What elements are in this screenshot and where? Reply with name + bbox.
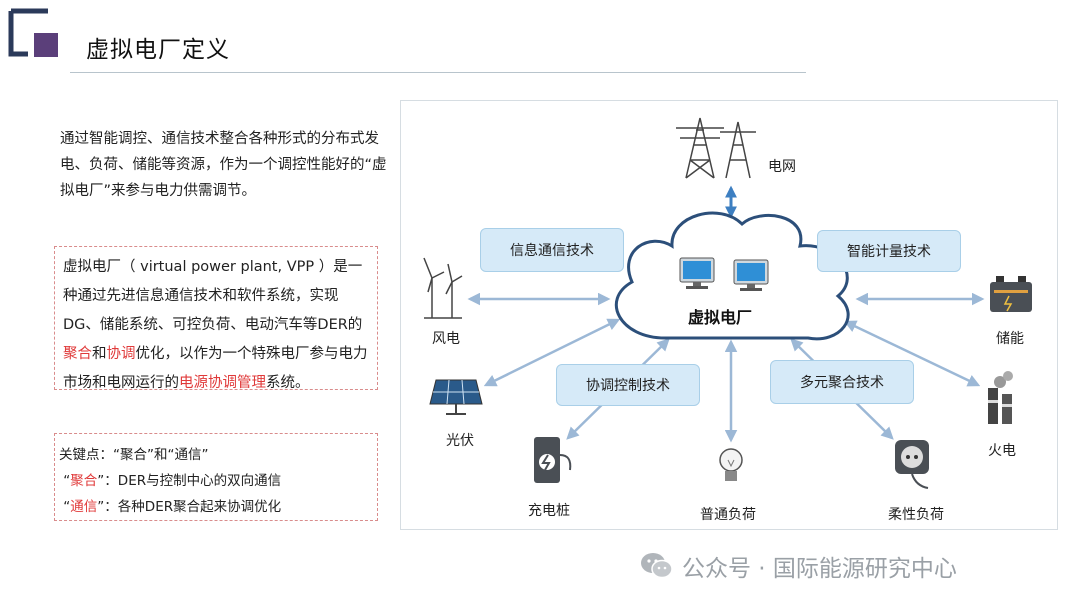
wind-turbine-icon: [423, 257, 463, 319]
page-title: 虚拟电厂定义: [86, 37, 230, 63]
highlight-power-management: 电源协调管理: [179, 375, 266, 391]
solar-panel-icon: [429, 379, 483, 415]
node-label-storage: 储能: [996, 331, 1024, 347]
watermark: 公众号 · 国际能源研究中心: [640, 549, 957, 583]
title-divider: [70, 72, 806, 73]
intro-paragraph: 通过智能调控、通信技术整合各种形式的分布式发电、负荷、储能等资源，作为一个调控性…: [60, 131, 387, 199]
charging-station-icon: [534, 437, 572, 483]
node-label-grid: 电网: [768, 159, 796, 175]
vpp-cloud: [614, 211, 850, 341]
node-label-charging: 充电桩: [528, 503, 570, 519]
light-bulb-icon: [719, 448, 743, 481]
key-desc-communication: ：各种DER聚合起来协调优化: [104, 499, 282, 515]
definition-text-1: 虚拟电厂（ virtual power plant, VPP ）是一种通过先进信…: [63, 259, 363, 333]
computer-monitor-icon: [679, 257, 715, 289]
arrow-solar: [483, 318, 621, 387]
key-point-item-communication: “通信”：各种DER聚合起来协调优化: [59, 499, 282, 515]
tech-smart-metering: 智能计量技术: [817, 230, 961, 272]
battery-icon: [990, 276, 1032, 312]
arrow-thermal: [843, 320, 981, 387]
highlight-aggregate: 聚合: [63, 346, 92, 362]
node-label-thermal: 火电: [988, 443, 1016, 459]
power-socket-icon: [895, 440, 929, 489]
tech-info-communication: 信息通信技术: [480, 228, 624, 272]
key-term-aggregate: 聚合: [70, 473, 98, 489]
key-points-box: 关键点：“聚合”和“通信” “聚合”：DER与控制中心的双向通信 “通信”：各种…: [54, 433, 378, 521]
node-label-normal-load: 普通负荷: [700, 507, 756, 523]
definition-text-2: 和: [92, 346, 107, 362]
power-plant-icon: [988, 371, 1013, 424]
tech-multi-aggregation: 多元聚合技术: [770, 360, 914, 404]
definition-text-4: 系统。: [266, 375, 310, 391]
computer-monitor-icon: [733, 259, 769, 291]
definition-text-3: 优化，以作为一个特殊电厂参与电力市场和电网运行的: [63, 346, 368, 391]
vpp-center-label: 虚拟电厂: [688, 308, 753, 327]
corner-bracket-logo: [8, 8, 58, 57]
node-label-flexible-load: 柔性负荷: [888, 507, 944, 523]
watermark-text: 公众号 · 国际能源研究中心: [682, 556, 957, 582]
key-points-heading: 关键点：“聚合”和“通信”: [59, 447, 209, 463]
transmission-tower-icon: [676, 117, 756, 179]
wechat-icon: [641, 553, 673, 579]
key-desc-aggregate: ：DER与控制中心的双向通信: [104, 473, 282, 489]
definition-box: 虚拟电厂（ virtual power plant, VPP ）是一种通过先进信…: [54, 246, 378, 391]
tech-coordinated-control: 协调控制技术: [556, 364, 700, 406]
key-term-communication: 通信: [70, 499, 98, 515]
key-point-item-aggregate: “聚合”：DER与控制中心的双向通信: [59, 473, 282, 489]
node-label-wind: 风电: [432, 331, 460, 347]
node-label-solar: 光伏: [446, 433, 474, 449]
highlight-coordinate: 协调: [106, 346, 136, 362]
